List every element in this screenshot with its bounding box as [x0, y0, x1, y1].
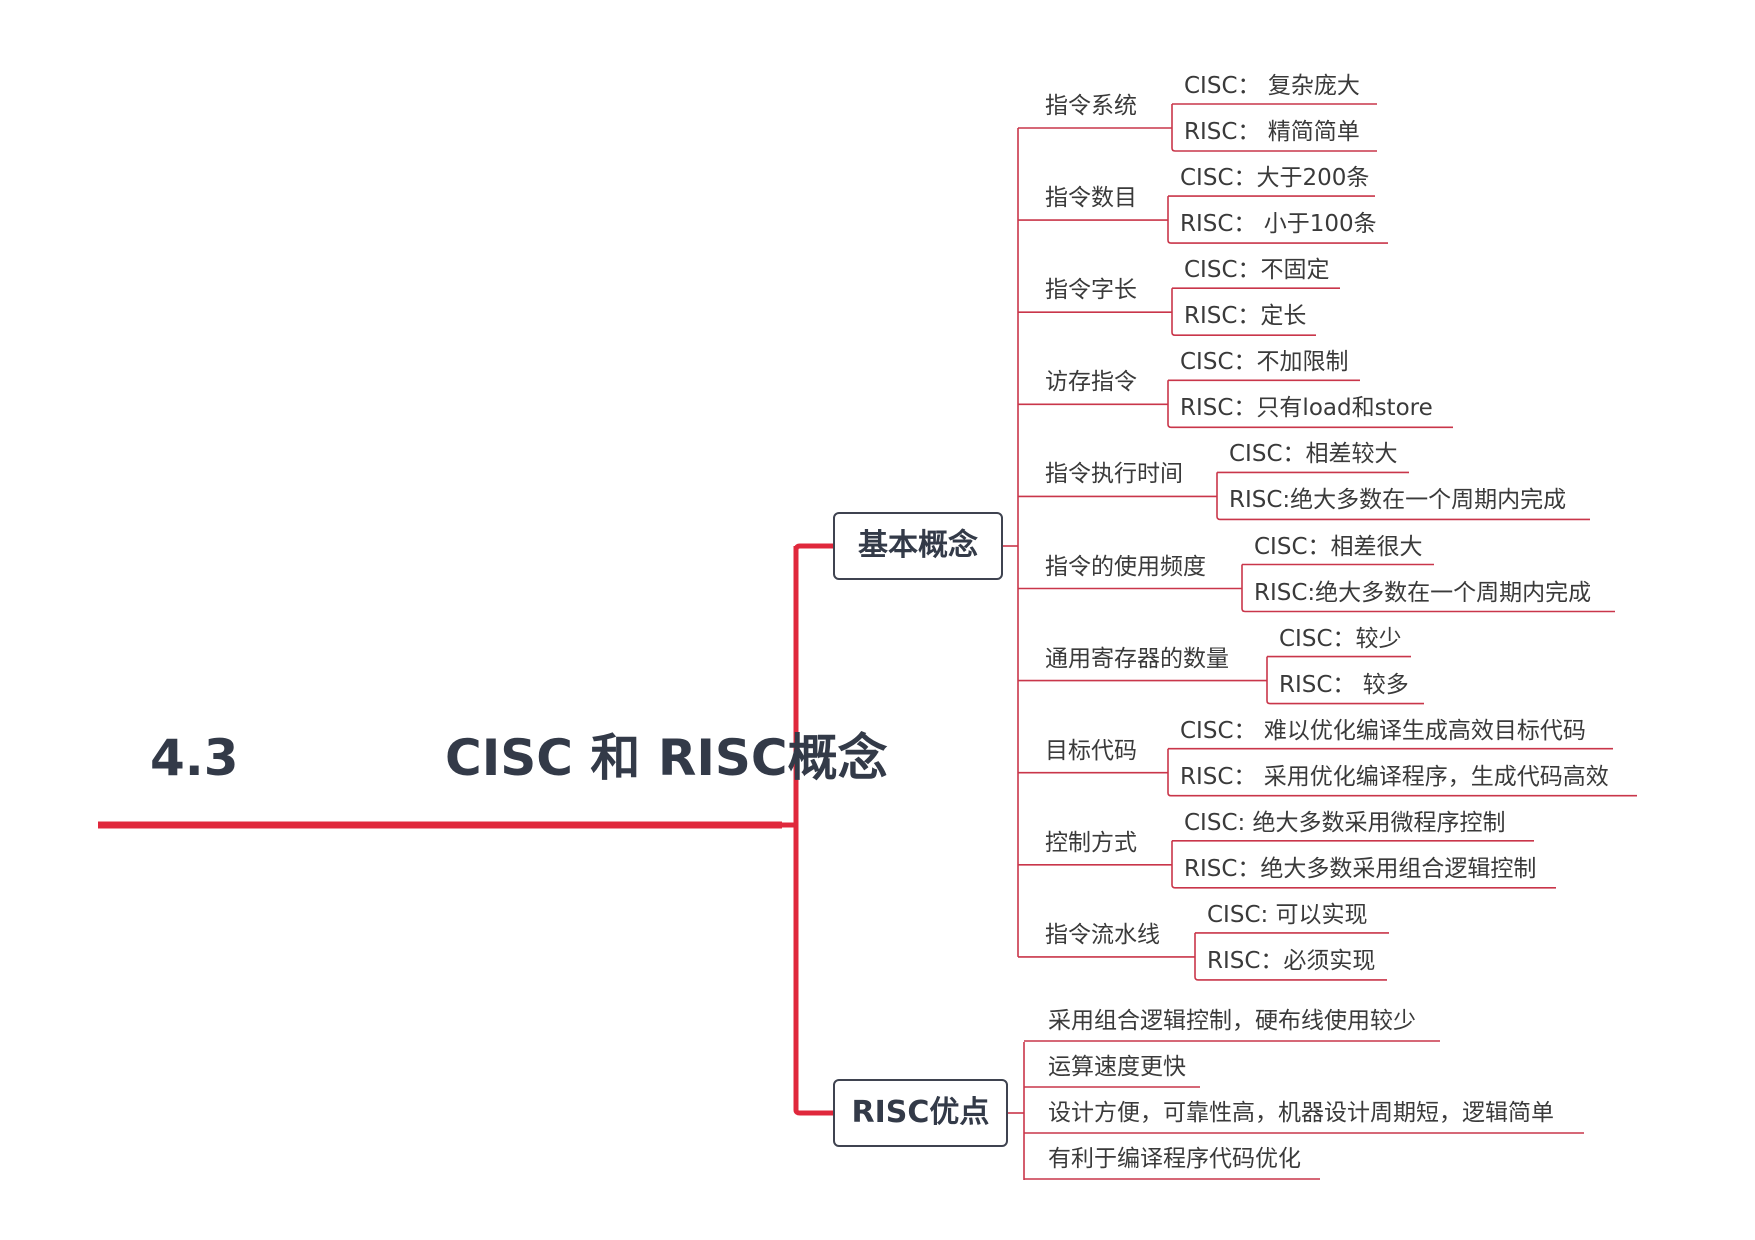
- child-connector: [1171, 840, 1556, 889]
- risc-item: RISC： 小于100条: [1180, 211, 1377, 238]
- risc-item: RISC：必须实现: [1207, 947, 1376, 974]
- cisc-item: CISC: 绝大多数采用微程序控制: [1184, 809, 1506, 836]
- child-connector: [1216, 472, 1590, 521]
- child-connector: [1266, 656, 1424, 705]
- topic-label: 指令系统: [1045, 93, 1137, 119]
- child-connector: [1171, 288, 1316, 336]
- advantage-item: 采用组合逻辑控制，硬布线使用较少: [1048, 1008, 1416, 1034]
- topic-label: 指令数目: [1045, 185, 1137, 212]
- branch-risc-advantages-label: RISC优点: [851, 1095, 990, 1130]
- branch-basic-concepts[interactable]: 基本概念: [833, 512, 1003, 580]
- cisc-item: CISC: 可以实现: [1207, 901, 1368, 928]
- topic-label: 目标代码: [1045, 737, 1137, 764]
- root-topic: 4.3 CISC 和 RISC概念: [150, 728, 888, 788]
- child-connector: [1171, 104, 1377, 152]
- child-connector: [1194, 932, 1387, 981]
- child-connector: [1241, 564, 1615, 613]
- advantage-item: 有利于编译程序代码优化: [1048, 1146, 1301, 1172]
- advantage-item: 运算速度更快: [1048, 1054, 1186, 1080]
- cisc-item: CISC：较少: [1279, 625, 1402, 652]
- child-connector: [1167, 196, 1388, 244]
- cisc-item: CISC：相差较大: [1229, 441, 1398, 468]
- child-connector: [1167, 748, 1637, 797]
- cisc-item: CISC：不固定: [1184, 257, 1330, 284]
- risc-item: RISC：绝大多数采用组合逻辑控制: [1184, 855, 1537, 882]
- topic-label: 指令的使用频度: [1045, 553, 1206, 580]
- risc-item: RISC： 采用优化编译程序，生成代码高效: [1180, 763, 1609, 790]
- cisc-item: CISC： 难以优化编译生成高效目标代码: [1180, 717, 1586, 744]
- trunk-line: [793, 546, 833, 1116]
- risc-item: RISC：只有load和store: [1180, 395, 1433, 422]
- advantage-item: 设计方便，可靠性高，机器设计周期短，逻辑简单: [1048, 1100, 1554, 1126]
- root-number: 4.3: [150, 729, 239, 787]
- cisc-item: CISC：相差很大: [1254, 533, 1423, 560]
- topic-label: 指令流水线: [1045, 921, 1160, 948]
- risc-item: RISC:绝大多数在一个周期内完成: [1254, 579, 1592, 606]
- child-connector: [1167, 380, 1453, 429]
- cisc-item: CISC：大于200条: [1180, 165, 1370, 192]
- topic-label: 指令执行时间: [1045, 461, 1183, 488]
- topic-label: 控制方式: [1045, 829, 1137, 856]
- cisc-item: CISC：不加限制: [1180, 349, 1349, 376]
- branch-basic-concepts-label: 基本概念: [858, 528, 978, 563]
- branch-risc-advantages[interactable]: RISC优点: [833, 1079, 1008, 1147]
- topic-label: 指令字长: [1045, 277, 1137, 304]
- risc-item: RISC： 精简简单: [1184, 119, 1360, 145]
- root-title-text: CISC 和 RISC概念: [445, 729, 888, 787]
- risc-item: RISC： 较多: [1279, 671, 1409, 698]
- topic-label: 访存指令: [1045, 369, 1137, 396]
- risc-item: RISC:绝大多数在一个周期内完成: [1229, 487, 1567, 514]
- cisc-item: CISC： 复杂庞大: [1184, 73, 1360, 99]
- risc-item: RISC：定长: [1184, 303, 1307, 330]
- topic-label: 通用寄存器的数量: [1045, 645, 1229, 672]
- trunk-connector: [793, 543, 833, 551]
